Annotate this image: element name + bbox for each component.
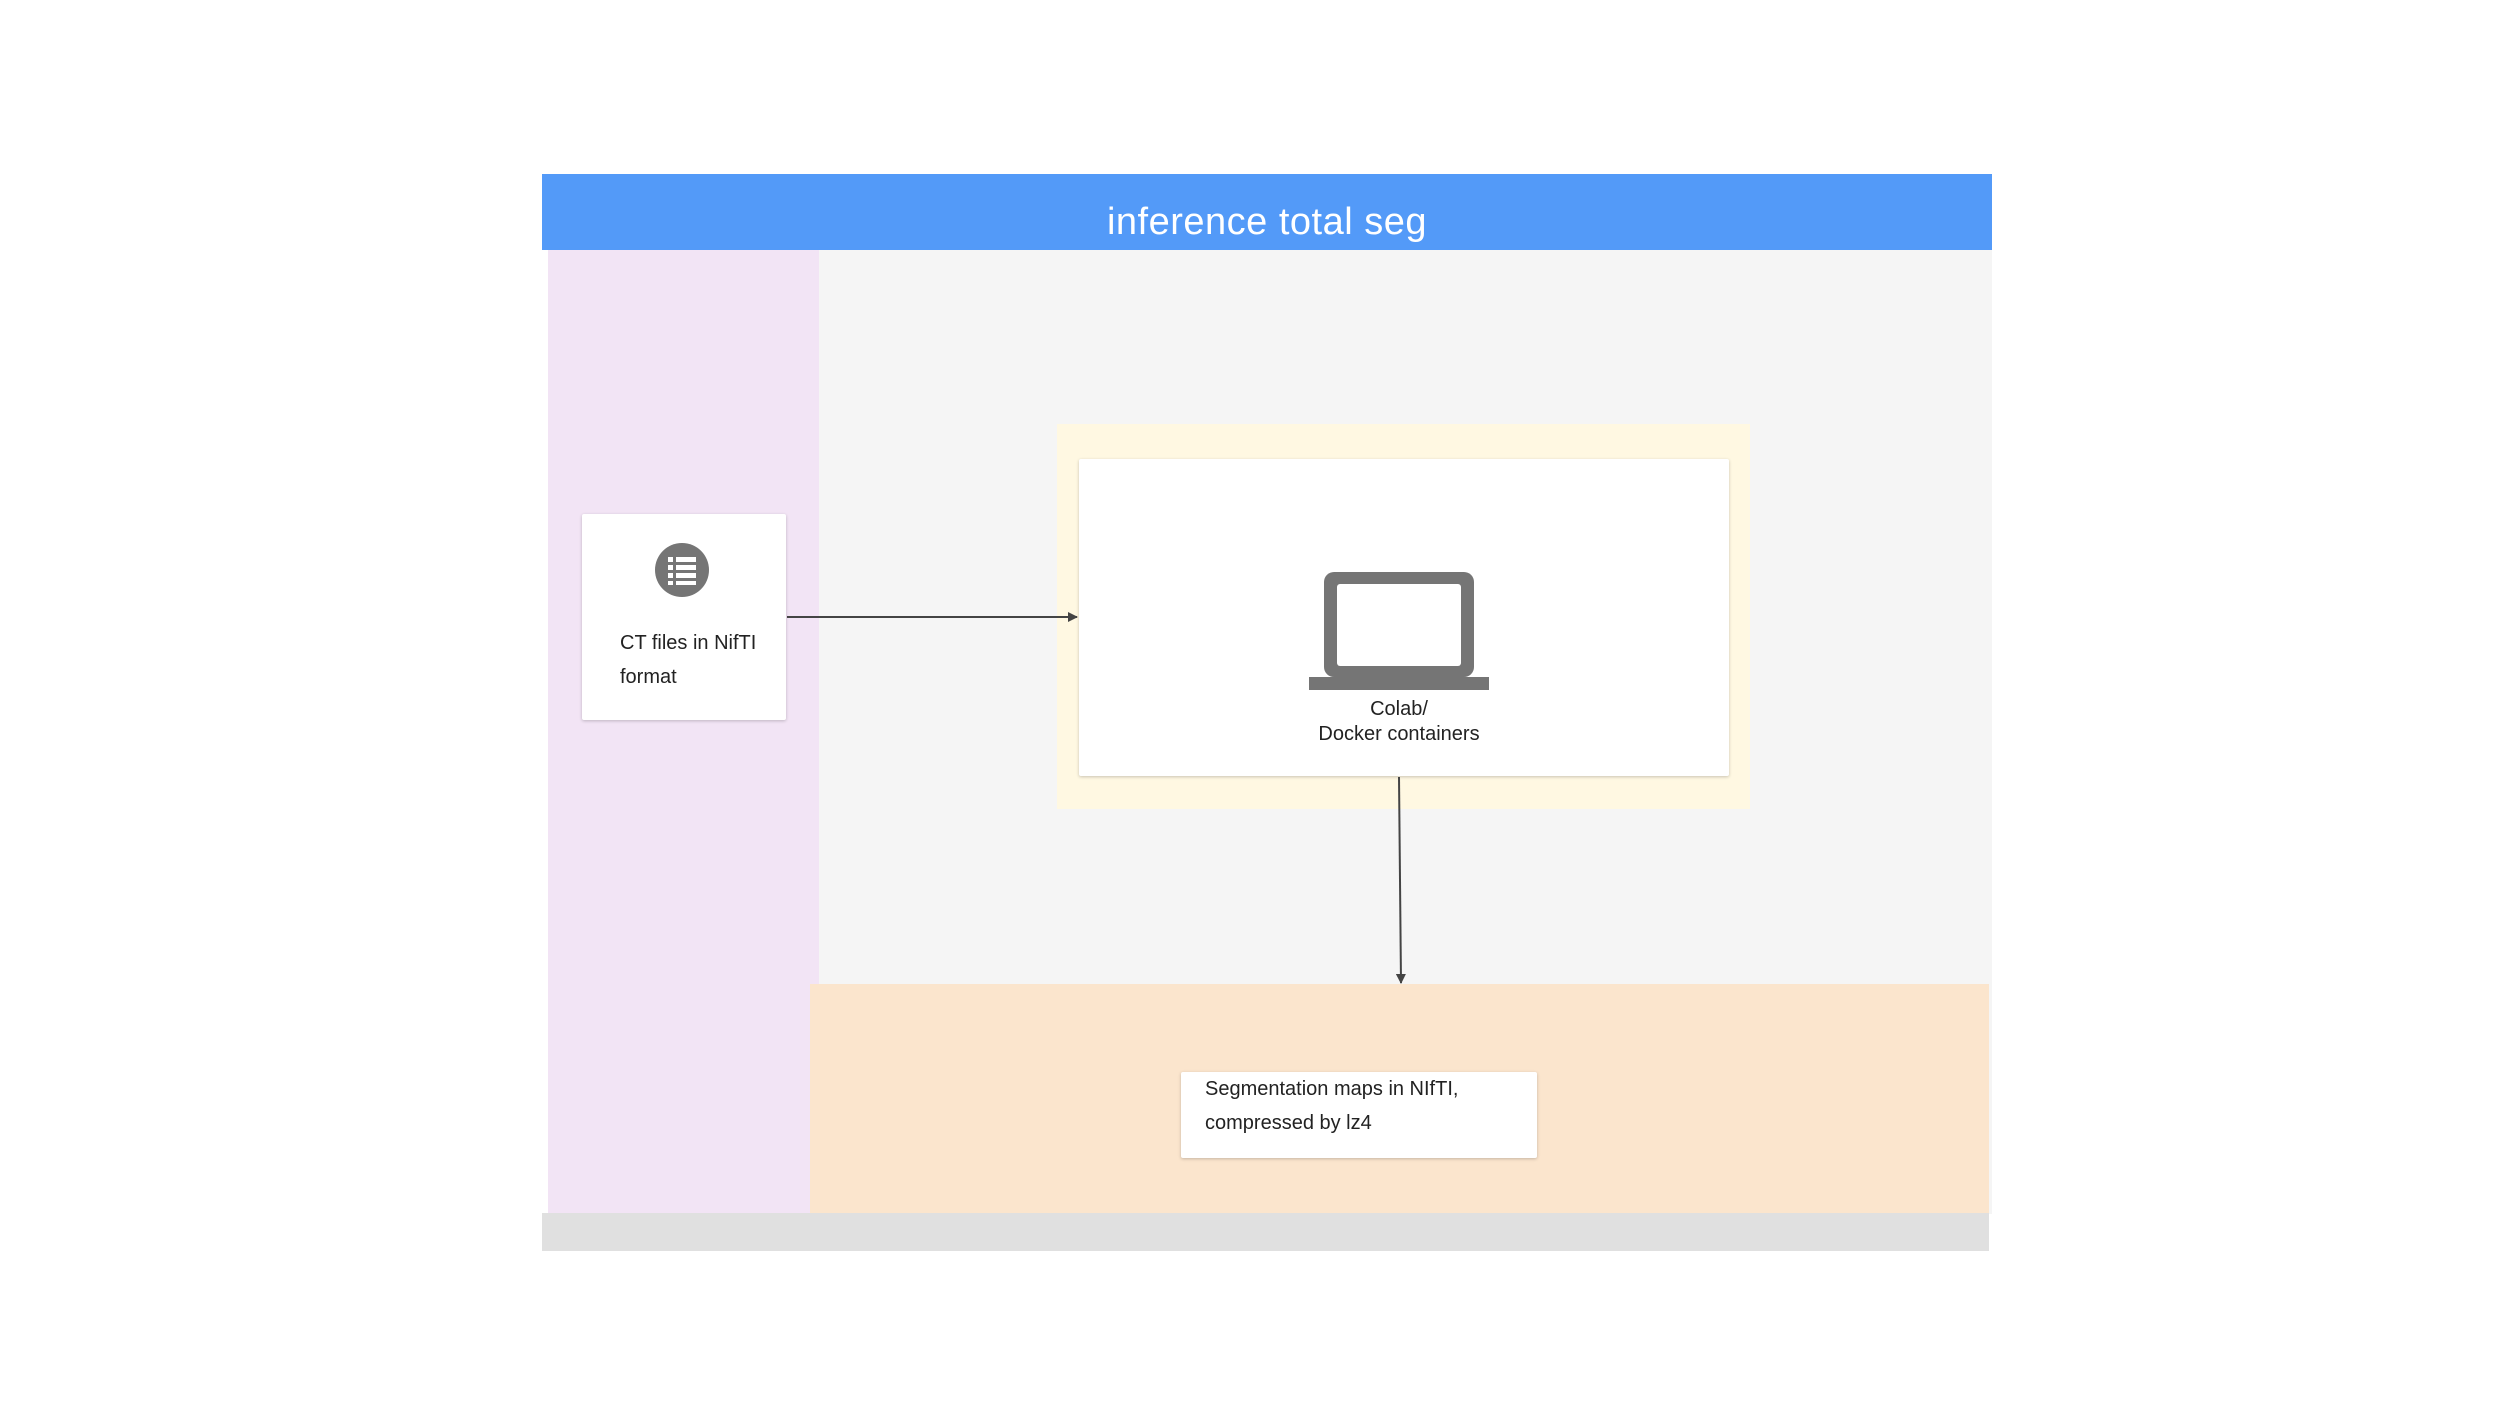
compute-label-line2: Docker containers [1318,723,1480,745]
compute-node-label: Colab/ Docker containers [1079,697,1719,747]
compute-label-line1: Colab/ [1370,698,1428,720]
output-node-card[interactable]: Segmentation maps in NIfTI, compressed b… [1181,1072,1537,1158]
input-node-label: CT files in NifTI format [620,632,757,688]
output-node-label: Segmentation maps in NIfTI, compressed b… [1205,1072,1535,1140]
input-node-card[interactable]: CT files in NifTI format [582,514,786,720]
input-lane [548,250,819,1214]
header-bar: inference total seg [542,174,1992,250]
footer-bar [542,1213,1989,1251]
database-list-icon [655,543,709,597]
laptop-icon [1309,572,1489,690]
output-label-line2: compressed by lz4 [1205,1112,1372,1134]
diagram-title: inference total seg [1106,200,1428,243]
output-label-line1: Segmentation maps in NIfTI, [1205,1078,1459,1100]
compute-node-card[interactable]: Colab/ Docker containers [1079,459,1729,776]
